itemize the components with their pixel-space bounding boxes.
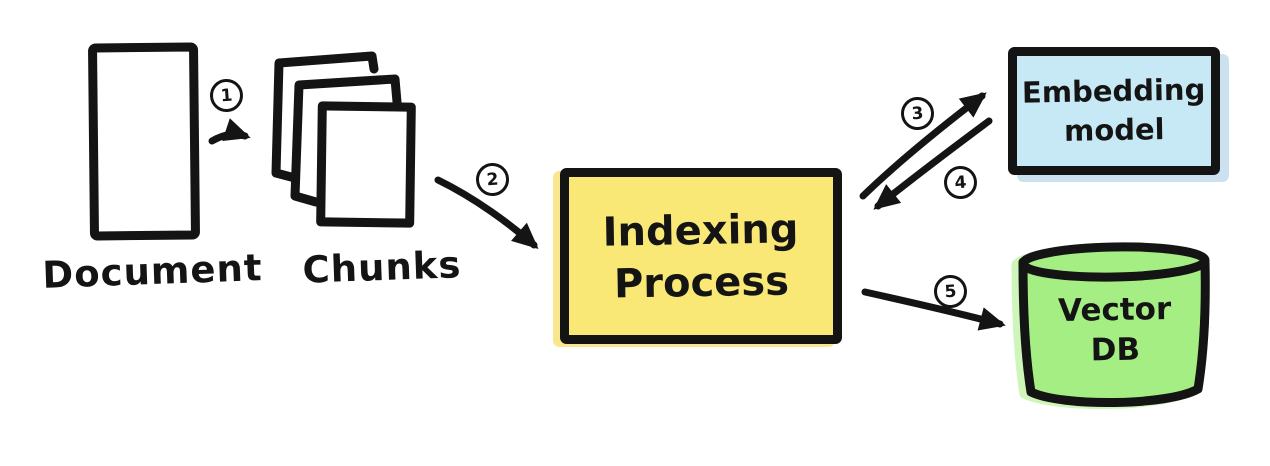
arrow-1 bbox=[208, 118, 251, 145]
indexing-process-label: Indexing Process bbox=[563, 174, 840, 341]
chunks-page-front-icon bbox=[316, 101, 416, 228]
embedding-model-box bbox=[1008, 47, 1220, 175]
vector-db-body bbox=[1018, 257, 1210, 407]
arrow-2 bbox=[434, 176, 539, 249]
arrow-3 bbox=[859, 92, 987, 200]
vector-db-cylinder bbox=[1018, 242, 1210, 407]
embedding-model-label-line1: Embedding bbox=[1021, 72, 1206, 110]
indexing-process-box bbox=[560, 168, 842, 344]
vector-db-label-line2: DB bbox=[1090, 331, 1141, 369]
embedding-model-label: Embedding model bbox=[1009, 52, 1219, 170]
arrow-4 bbox=[873, 117, 993, 210]
arrow-5 bbox=[861, 288, 1006, 331]
chunks-page-middle-icon bbox=[290, 74, 402, 207]
vector-db-label-line1: Vector bbox=[1057, 290, 1172, 329]
indexing-process-label-line1: Indexing bbox=[602, 206, 799, 256]
document-shape bbox=[88, 42, 200, 241]
document-label: Document bbox=[41, 246, 264, 297]
embedding-model-label-line2: model bbox=[1063, 112, 1165, 148]
vector-db-label: Vector DB bbox=[1029, 279, 1201, 382]
vector-db-top bbox=[1018, 242, 1210, 282]
indexing-process-label-line2: Process bbox=[613, 258, 790, 308]
chunks-label: Chunks bbox=[301, 243, 463, 292]
chunks-shape bbox=[271, 51, 416, 228]
chunks-page-back-icon bbox=[271, 51, 379, 183]
